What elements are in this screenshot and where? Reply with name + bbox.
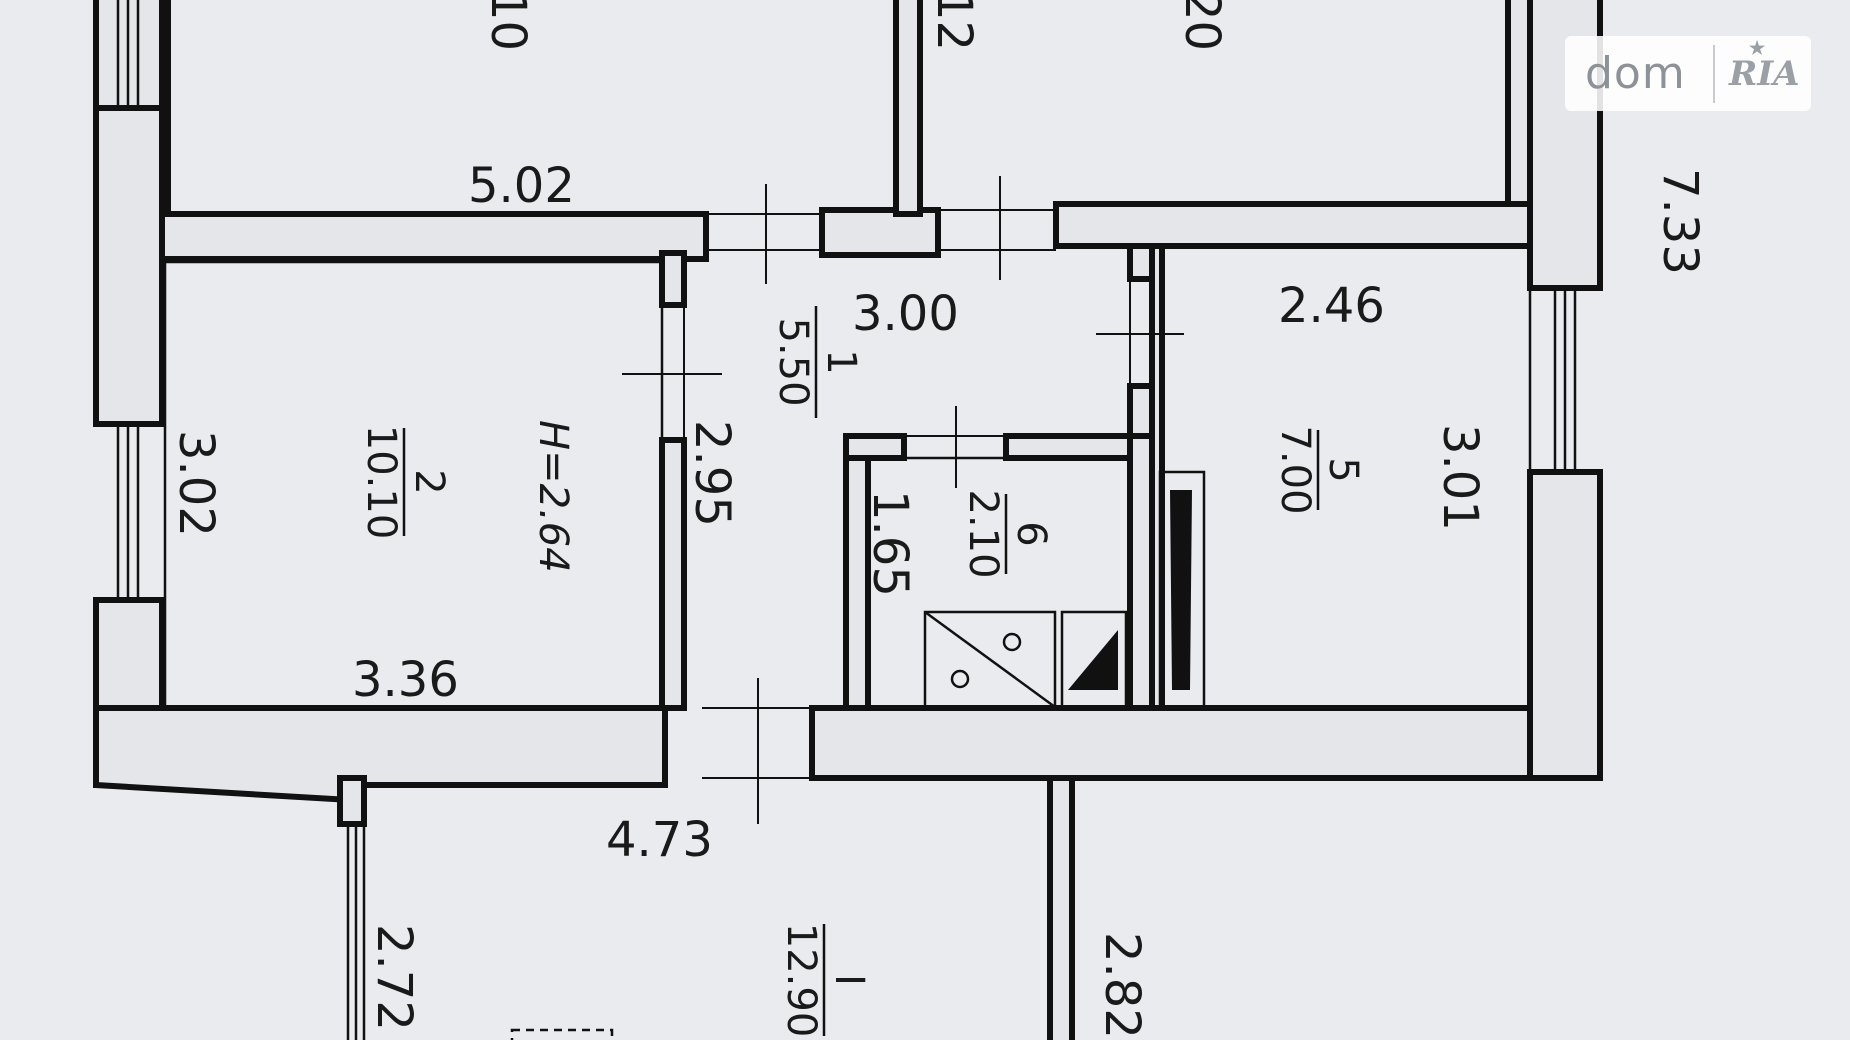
corridor-right-wall-top	[1127, 243, 1155, 282]
room-I-area: 12.90	[778, 923, 824, 1038]
window-left-top	[116, 0, 140, 108]
dim-3-36: 3.36	[352, 652, 459, 708]
upper-divider-wall-0	[159, 0, 171, 217]
bottom-wall-stub	[337, 775, 367, 827]
bathroom-right-wall	[1127, 433, 1155, 711]
dom-ria-watermark: dom ★ RIA	[1565, 36, 1811, 111]
dim-top-b: 12	[926, 0, 982, 51]
room-I-label: I 12.90	[778, 923, 872, 1038]
corridor-left-wall-low	[659, 437, 687, 711]
dim-4-73: 4.73	[606, 812, 713, 868]
bathtub-fixture	[923, 610, 1057, 709]
room-5-area: 7.00	[1272, 425, 1318, 514]
dim-5-02: 5.02	[468, 158, 575, 214]
watermark-star-icon: ★	[1749, 37, 1766, 59]
dim-2-82: 2.82	[1094, 932, 1150, 1039]
bathroom-top-wall-a	[843, 433, 907, 461]
dim-2-95: 2.95	[684, 420, 740, 527]
boiler-fixture	[1060, 610, 1128, 709]
room-6-number: 6	[1008, 521, 1054, 546]
window-right	[1553, 288, 1577, 472]
room-5-label: 5 7.00	[1272, 425, 1366, 514]
room-2-area: 10.10	[358, 425, 404, 540]
left-outer-wall-mid	[93, 105, 165, 427]
room-I-number: I	[826, 974, 872, 986]
dim-3-02: 3.02	[168, 430, 224, 537]
watermark-divider	[1713, 44, 1715, 103]
dim-top-a: 10	[480, 0, 536, 51]
upper-divider-wall-2	[1505, 0, 1533, 207]
room-6-label: 6 2.10	[960, 489, 1054, 578]
right-outer-wall-low	[1527, 469, 1603, 781]
door-top-left	[706, 184, 822, 284]
top-partition-right	[1053, 201, 1533, 249]
dim-7-33: 7.33	[1652, 168, 1708, 275]
room-6-area: 2.10	[960, 489, 1006, 578]
dim-2-46: 2.46	[1278, 278, 1385, 334]
room-1-label: 1 5.50	[770, 306, 864, 418]
room-2-label: 2 10.10	[358, 425, 452, 540]
corridor-left-wall-top	[659, 250, 687, 308]
lower-fixture-edge	[510, 1028, 614, 1040]
window-lower-left	[346, 824, 366, 1040]
dim-top-c: 20	[1174, 0, 1230, 51]
dim-1-65: 1.65	[862, 490, 918, 597]
bottom-wall-band	[93, 705, 668, 804]
radiator-fixture	[1158, 470, 1206, 710]
dim-3-00: 3.00	[852, 286, 959, 342]
room-1-number: 1	[818, 349, 864, 374]
room-2-height: H=2.64	[530, 420, 576, 573]
room-1-area: 5.50	[770, 317, 816, 406]
lower-divider-wall	[1047, 775, 1075, 1040]
top-partition-left	[159, 211, 709, 262]
door-room2	[622, 305, 722, 440]
watermark-dom-text: dom	[1585, 48, 1686, 99]
corridor-right-wall-low	[1127, 383, 1155, 443]
top-partition-mid	[819, 207, 941, 258]
dim-2-72: 2.72	[366, 924, 422, 1031]
door-bottom	[702, 678, 812, 824]
door-top-right	[938, 176, 1056, 280]
watermark-ria-logo: ★ RIA	[1715, 38, 1800, 94]
door-room5	[1096, 279, 1184, 386]
watermark-ria-text: RIA	[1729, 53, 1800, 94]
door-bathroom	[904, 406, 1006, 488]
window-left-mid	[116, 424, 140, 600]
room-2-number: 2	[406, 469, 452, 494]
room-2-outline	[163, 260, 664, 710]
dim-3-01: 3.01	[1432, 424, 1488, 531]
bottom-wall-right	[809, 705, 1603, 781]
room-5-outline	[1160, 244, 1532, 710]
upper-divider-wall-1	[893, 0, 923, 217]
room-5-number: 5	[1320, 457, 1366, 482]
